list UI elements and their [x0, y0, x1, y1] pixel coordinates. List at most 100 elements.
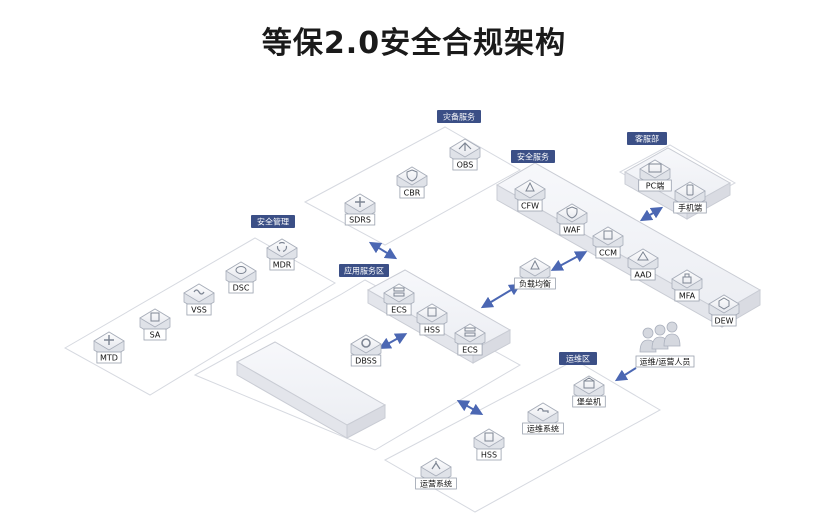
cross-icon [104, 335, 114, 345]
node-vss: VSS [183, 283, 215, 316]
server-icon [393, 287, 405, 297]
zone-disaster-outline [303, 126, 522, 246]
node-label: DSC [233, 284, 250, 293]
phone-icon [686, 184, 694, 196]
cycle-icon [276, 241, 288, 253]
zone-tag-ops: 运维区 [559, 352, 597, 365]
node-dew: DEW [708, 294, 740, 327]
node-mobile: 手机端 [673, 181, 707, 214]
node-label: VSS [191, 306, 207, 315]
arrow-disaster-app [368, 241, 398, 260]
node-label: CBR [404, 189, 421, 198]
node-mtd: MTD [93, 331, 125, 364]
ops-staff-icon: 运维/运营人员 [635, 321, 695, 368]
doc-icon [603, 230, 613, 240]
wave-icon [193, 289, 205, 295]
node-label: 负载均衡 [519, 279, 551, 289]
node-mdr: MDR [266, 238, 298, 271]
arrow-app-ops [456, 400, 484, 415]
node-label: 运维系统 [527, 424, 559, 434]
box-icon [583, 377, 595, 389]
zone-tag-disaster: 灾备服务 [437, 110, 481, 123]
node-cfw: CFW [514, 179, 546, 212]
node-dbss: DBSS [350, 334, 382, 367]
node-label: 堡垒机 [577, 397, 601, 407]
node-label: MDR [273, 261, 292, 270]
page-title: 等保2.0安全合规架构 [261, 26, 567, 61]
node-label: MFA [679, 292, 696, 301]
node-ecs2: ECS [454, 323, 486, 356]
node-sa: SA [139, 308, 171, 341]
doc-icon [150, 312, 160, 322]
key-icon [537, 407, 549, 413]
screen-icon [648, 163, 662, 173]
share-icon [431, 461, 441, 470]
connector-arrows [368, 206, 664, 415]
slab-rds [235, 341, 387, 439]
shield-icon [406, 169, 418, 182]
ring-icon [361, 338, 371, 348]
node-label: DEW [714, 317, 733, 326]
cross-icon [355, 197, 365, 207]
node-label: SDRS [349, 216, 371, 225]
cloud-icon [458, 142, 472, 151]
server-icon [464, 327, 476, 337]
svg-text:灾备服务: 灾备服务 [443, 112, 475, 122]
node-label: DBSS [355, 357, 377, 366]
zone-tag-security-service: 安全服务 [511, 150, 555, 163]
node-ops-sys1: 运维系统 [522, 402, 564, 435]
node-hss2: HSS [473, 428, 505, 461]
node-dsc: DSC [225, 261, 257, 294]
doc-icon [427, 307, 437, 317]
node-aad: AAD [627, 248, 659, 281]
node-lb: 负载均衡 [514, 257, 556, 290]
node-label: ECS [462, 346, 478, 355]
arrow-ecs-lb [480, 283, 522, 309]
node-ops-sys2: 运营系统 [415, 457, 457, 490]
node-label: MTD [100, 354, 118, 363]
node-obs: OBS [449, 138, 481, 171]
lock-icon [682, 273, 692, 284]
fire-icon [525, 181, 535, 192]
zone-tag-security-mgmt: 安全管理 [251, 215, 295, 228]
doc-icon [484, 432, 494, 442]
node-hss1: HSS [416, 303, 448, 336]
node-label: AAD [634, 271, 651, 280]
node-label: CCM [599, 249, 617, 258]
arrow-security-customer [639, 206, 664, 222]
node-mfa: MFA [671, 269, 703, 302]
node-sdrs: SDRS [344, 193, 376, 226]
cube-icon [718, 297, 730, 310]
zone-security-mgmt-outline [63, 237, 336, 396]
node-ccm: CCM [592, 226, 624, 259]
node-label: HSS [481, 451, 497, 460]
node-waf: WAF [556, 203, 588, 236]
arrow-dbss-ecs [378, 333, 408, 349]
svg-text:运维/运营人员: 运维/运营人员 [640, 357, 691, 367]
arrow-staff-ops [614, 367, 637, 382]
node-label: 运营系统 [420, 479, 452, 489]
node-label: HSS [424, 326, 440, 335]
node-label: SA [150, 331, 161, 340]
db-icon [235, 266, 247, 274]
svg-text:安全服务: 安全服务 [517, 152, 549, 162]
node-label: CFW [521, 202, 539, 211]
zone-ops-outline [383, 359, 662, 513]
svg-text:客服部: 客服部 [635, 134, 659, 144]
node-label: OBS [457, 161, 474, 170]
svg-text:应用服务区: 应用服务区 [344, 266, 384, 276]
tri-icon [637, 251, 649, 261]
zone-tag-app-service: 应用服务区 [339, 264, 389, 277]
node-ecs1: ECS [383, 283, 415, 316]
svg-text:运维区: 运维区 [566, 354, 590, 364]
node-bastion: 堡垒机 [572, 375, 606, 408]
node-label: ECS [391, 306, 407, 315]
svg-text:安全管理: 安全管理 [257, 217, 289, 227]
zone-tag-customer: 客服部 [627, 132, 667, 145]
node-label: 手机端 [678, 203, 702, 213]
node-label: PC端 [646, 181, 664, 191]
node-label: WAF [563, 226, 581, 235]
node-pc: PC端 [638, 159, 672, 192]
fire-icon [530, 259, 540, 270]
